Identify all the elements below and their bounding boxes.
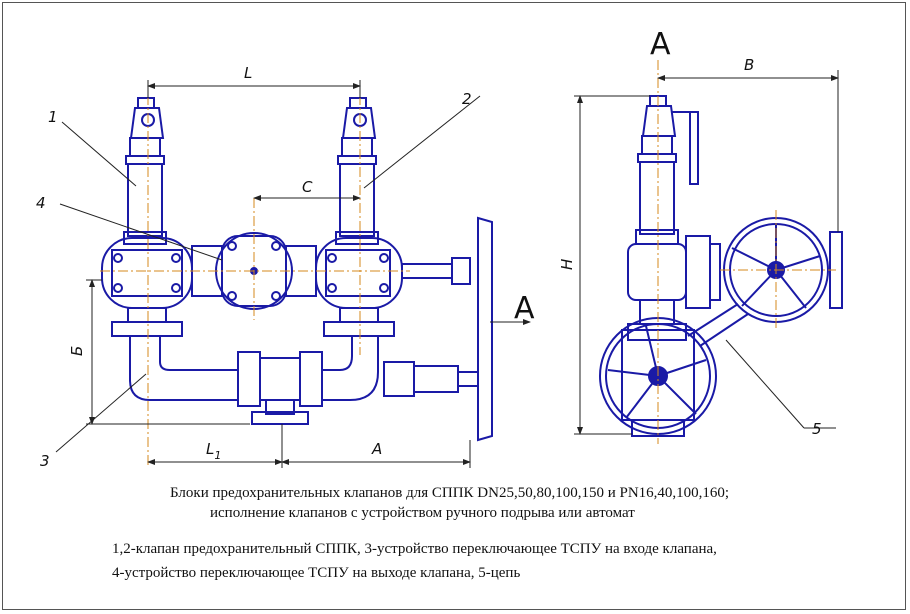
front-view xyxy=(101,97,493,442)
caption-subtitle: исполнение клапанов с устройством ручног… xyxy=(210,505,635,521)
view-arrow-label: А xyxy=(514,291,535,326)
handwheel-front xyxy=(401,216,493,442)
callout-4: 4 xyxy=(36,194,46,212)
dim-L: L xyxy=(244,64,252,82)
callout-2: 2 xyxy=(462,90,472,108)
technical-drawing: L C Б L1 А 1 2 4 3 А А xyxy=(36,27,843,470)
dim-B-cyr: Б xyxy=(68,346,86,356)
centerlines-side xyxy=(657,60,836,444)
legend-line-1: 1,2-клапан предохранительный СППК, 3-уст… xyxy=(112,541,717,557)
callout-3: 3 xyxy=(40,452,50,470)
dim-A: А xyxy=(371,440,382,458)
callout-5: 5 xyxy=(812,420,822,438)
dimensions-front xyxy=(55,80,531,468)
view-a-title: А xyxy=(650,27,671,62)
dim-H: Н xyxy=(558,259,576,270)
centerlines-front xyxy=(100,95,410,468)
dim-B: В xyxy=(744,56,754,74)
dim-L1: L1 xyxy=(206,440,221,462)
dimensions-side xyxy=(574,70,839,435)
side-valve xyxy=(627,95,699,341)
switching-device-3 xyxy=(129,336,479,425)
caption-title: Блоки предохранительных клапанов для СПП… xyxy=(170,485,730,501)
legend-line-2: 4-устройство переключающее ТСПУ на выход… xyxy=(112,565,521,581)
callout-1: 1 xyxy=(48,108,58,126)
side-view xyxy=(599,95,843,437)
valve-1 xyxy=(101,97,193,337)
dim-C: C xyxy=(302,178,313,196)
valve-2 xyxy=(315,97,403,337)
